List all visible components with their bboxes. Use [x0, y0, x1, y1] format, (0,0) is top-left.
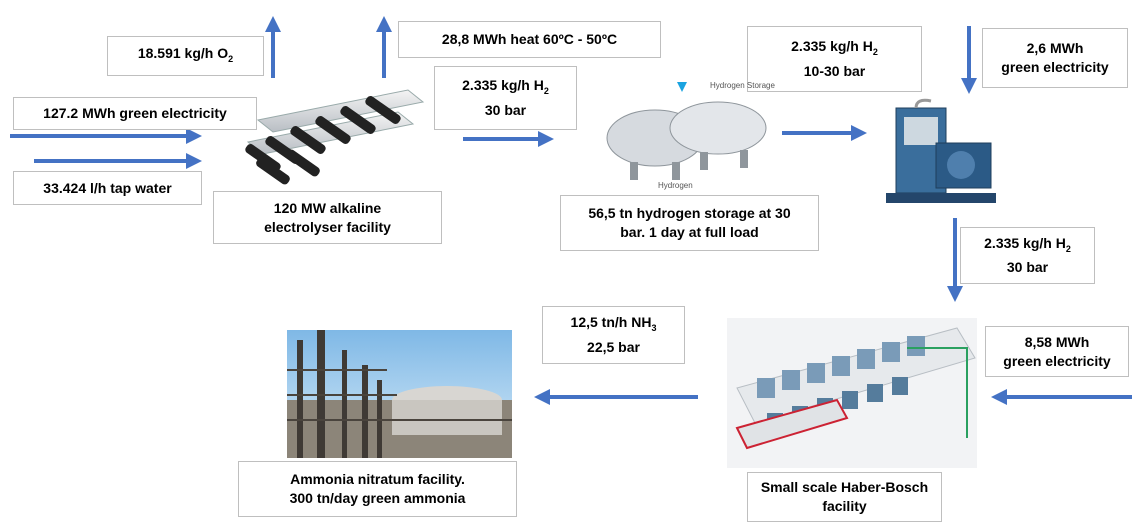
- electrolyser-label-line1: 120 MW alkaline: [273, 199, 382, 216]
- hb-electricity-line1: 8,58 MWh: [1024, 333, 1090, 350]
- ammonia-facility-photo: [287, 330, 512, 458]
- hydrogen-storage-illustration: Hydrogen Storage Hydrogen: [606, 81, 775, 190]
- hb-electricity-line2: green electricity: [1003, 352, 1111, 369]
- hb-electricity-box: 8,58 MWh green electricity: [985, 326, 1129, 377]
- h2-to-hb-box: 2.335 kg/h H2 30 bar: [960, 227, 1095, 284]
- electrolyser-label-box: 120 MW alkaline electrolyser facility: [213, 191, 442, 244]
- storage-label-box: 56,5 tn hydrogen storage at 30 bar. 1 da…: [560, 195, 819, 251]
- haber-bosch-illustration: [727, 318, 977, 468]
- h2-subscript: 2: [872, 46, 878, 57]
- h2-to-storage-box: 2.335 kg/h H2 30 bar: [434, 66, 577, 130]
- haber-bosch-label-line2: facility: [822, 498, 867, 514]
- nh3-subscript: 3: [651, 322, 657, 333]
- h2-from-storage-box: 2.335 kg/h H2 10-30 bar: [747, 26, 922, 92]
- o2-subscript: 2: [228, 53, 234, 64]
- o2-output-box: 18.591 kg/h O2: [107, 36, 264, 76]
- heat-output-text: 28,8 MWh heat 60ºC - 50ºC: [441, 31, 618, 47]
- h2-subscript: 2: [1065, 243, 1071, 254]
- electrolyser-label-line2: electrolyser facility: [264, 218, 391, 235]
- ammonia-label-line1: Ammonia nitratum facility.: [290, 471, 465, 487]
- nh3-output-box: 12,5 tn/h NH3 22,5 bar: [542, 306, 685, 364]
- electricity-input-text: 127.2 MWh green electricity: [43, 105, 227, 121]
- haber-bosch-label-box: Small scale Haber-Bosch facility: [747, 472, 942, 522]
- heat-output-box: 28,8 MWh heat 60ºC - 50ºC: [398, 21, 661, 58]
- water-input-text: 33.424 l/h tap water: [43, 179, 172, 196]
- nh3-output-pressure: 22,5 bar: [587, 338, 640, 355]
- ammonia-label-box: Ammonia nitratum facility. 300 tn/day gr…: [238, 461, 517, 517]
- electricity-input-box: 127.2 MWh green electricity: [13, 97, 257, 130]
- nh3-output-text: 12,5 tn/h NH: [570, 314, 652, 331]
- h2-to-storage-pressure: 30 bar: [484, 101, 527, 118]
- compressor-electricity-box: 2,6 MWh green electricity: [982, 28, 1128, 88]
- compressor-illustration: [886, 98, 996, 203]
- storage-image-label-top: Hydrogen Storage: [710, 81, 775, 90]
- haber-bosch-label-line1: Small scale Haber-Bosch: [760, 479, 929, 495]
- h2-to-storage-text: 2.335 kg/h H: [462, 77, 544, 94]
- water-input-box: 33.424 l/h tap water: [13, 171, 202, 205]
- h2-from-storage-pressure: 10-30 bar: [803, 62, 866, 79]
- h2-subscript: 2: [543, 85, 549, 96]
- h2-from-storage-text: 2.335 kg/h H: [791, 38, 873, 55]
- ammonia-label-line2: 300 tn/day green ammonia: [289, 490, 466, 506]
- storage-label-line2: bar. 1 day at full load: [620, 224, 759, 240]
- h2-to-hb-pressure: 30 bar: [1006, 259, 1049, 276]
- compressor-electricity-line1: 2,6 MWh: [1026, 40, 1084, 56]
- electrolyser-illustration: [245, 89, 425, 185]
- compressor-electricity-line2: green electricity: [1001, 59, 1109, 75]
- storage-image-label-bottom: Hydrogen: [658, 181, 693, 190]
- arrow-down-icon: [677, 82, 687, 92]
- storage-label-line1: 56,5 tn hydrogen storage at 30: [588, 205, 791, 221]
- h2-to-hb-text: 2.335 kg/h H: [984, 234, 1066, 251]
- o2-output-text: 18.591 kg/h O: [137, 44, 229, 61]
